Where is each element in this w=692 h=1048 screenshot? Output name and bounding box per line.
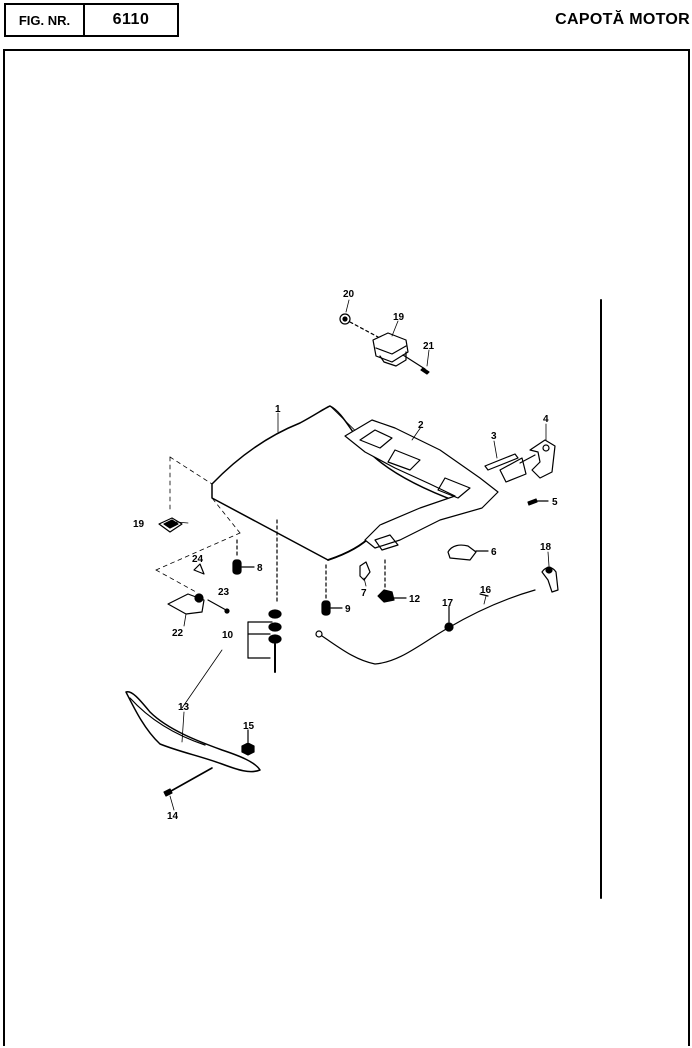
hood-inner-panel: [344, 419, 499, 551]
nut-15: [241, 729, 255, 756]
callout-8: 8: [257, 563, 263, 574]
callout-1: 1: [275, 404, 281, 415]
callout-10: 10: [222, 630, 234, 641]
figure-number-box: FIG. NR. 6110: [4, 3, 179, 37]
callout-15: 15: [243, 721, 255, 732]
part-12: [377, 589, 395, 603]
part-6: [447, 544, 477, 561]
callout-17: 17: [442, 598, 454, 609]
callout-5: 5: [552, 497, 558, 508]
leader-lines: [169, 299, 550, 811]
page-title: CAPOTĂ MOTOR: [555, 11, 690, 28]
bumper-9: [321, 564, 343, 616]
callout-18: 18: [540, 542, 552, 553]
part-7: [359, 561, 371, 581]
front-beam-13: [125, 691, 261, 773]
callout-23: 23: [218, 587, 230, 598]
callout-19-lower: 19: [133, 519, 145, 530]
callout-21: 21: [423, 341, 435, 352]
callout-7: 7: [361, 588, 367, 599]
callout-3: 3: [491, 431, 497, 442]
figure-label: FIG. NR.: [6, 5, 85, 35]
latch-assembly: [484, 439, 556, 483]
callout-4: 4: [543, 414, 549, 425]
callout-14: 14: [167, 811, 179, 822]
callout-9: 9: [345, 604, 351, 615]
callout-16: 16: [480, 585, 492, 596]
callout-2: 2: [418, 420, 424, 431]
callout-22: 22: [172, 628, 184, 639]
drawing-frame: [3, 49, 690, 1046]
callout-12: 12: [409, 594, 421, 605]
callout-6: 6: [491, 547, 497, 558]
bumper-8: [232, 539, 255, 575]
hinge-bottom: [167, 563, 230, 615]
release-cable: [315, 589, 536, 665]
figure-number: 6110: [112, 11, 150, 28]
part-18: [541, 566, 559, 593]
hinge-top: [339, 313, 430, 375]
fastener-stack-10: [247, 519, 282, 673]
bolt-5: [527, 498, 549, 506]
callout-24: 24: [192, 554, 204, 565]
callout-19-upper: 19: [393, 312, 405, 323]
bolt-14: [163, 767, 213, 797]
callout-13: 13: [178, 702, 190, 713]
guide-lines: [155, 456, 241, 593]
callout-20: 20: [343, 289, 355, 300]
